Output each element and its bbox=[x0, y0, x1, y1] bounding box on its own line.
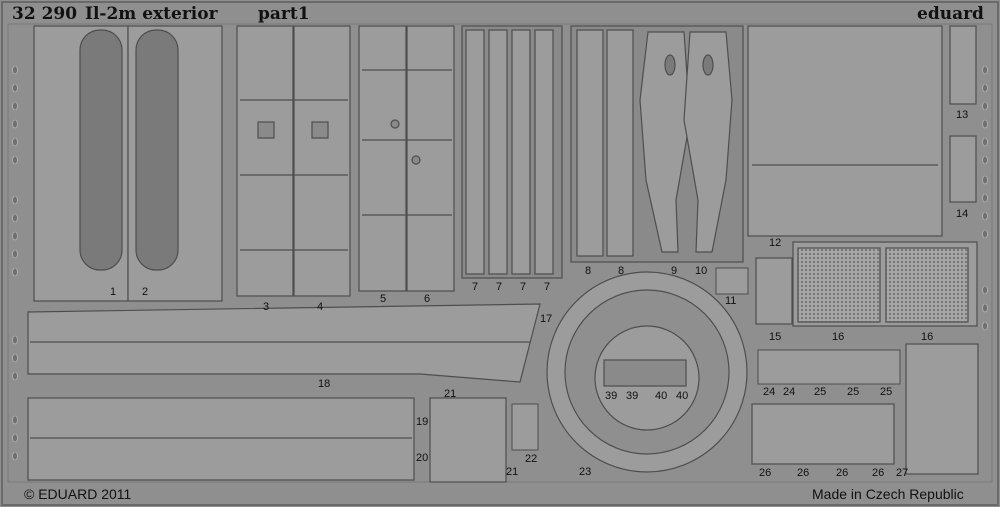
parts-5-6 bbox=[358, 25, 455, 292]
part-number: 7 bbox=[472, 281, 479, 293]
part-number: 40 bbox=[676, 390, 689, 402]
part-number: 39 bbox=[605, 390, 618, 402]
part-number: 1 bbox=[110, 286, 117, 298]
part-number: 17 bbox=[540, 313, 553, 325]
part-23 bbox=[546, 271, 748, 473]
sheet-code: 32 290 bbox=[12, 4, 78, 24]
part-number: 11 bbox=[725, 295, 737, 307]
part-number: 3 bbox=[263, 301, 270, 313]
part-number: 26 bbox=[872, 467, 885, 479]
part-number: 10 bbox=[695, 265, 708, 277]
part-number: 26 bbox=[759, 467, 772, 479]
part-number: 12 bbox=[769, 237, 782, 249]
parts-7 bbox=[461, 25, 563, 279]
part-number: 6 bbox=[424, 293, 431, 305]
parts-9-10 bbox=[639, 31, 733, 253]
sheet-part: part1 bbox=[258, 4, 310, 24]
part-27 bbox=[905, 343, 979, 475]
brand-logo: eduard bbox=[917, 4, 984, 24]
part-number: 40 bbox=[655, 390, 668, 402]
part-number: 9 bbox=[671, 265, 678, 277]
sheet-title: Il-2m exterior bbox=[85, 4, 218, 24]
origin: Made in Czech Republic bbox=[812, 486, 964, 502]
parts-13-14 bbox=[949, 25, 977, 203]
part-15 bbox=[755, 257, 793, 325]
parts-1-2 bbox=[33, 25, 223, 302]
part-12 bbox=[747, 25, 943, 237]
part-number: 23 bbox=[579, 466, 592, 478]
part-number: 25 bbox=[880, 386, 893, 398]
part-number: 4 bbox=[317, 301, 324, 313]
copyright: © EDUARD 2011 bbox=[24, 486, 132, 502]
part-number: 19 bbox=[416, 416, 429, 428]
part-number: 16 bbox=[921, 331, 934, 343]
part-number: 2 bbox=[142, 286, 149, 298]
parts-21 bbox=[429, 397, 507, 483]
part-number: 8 bbox=[585, 265, 592, 277]
part-number: 27 bbox=[896, 467, 909, 479]
part-number: 21 bbox=[444, 388, 457, 400]
part-11 bbox=[715, 267, 749, 295]
parts-17-18 bbox=[27, 303, 541, 383]
part-number: 26 bbox=[836, 467, 849, 479]
part-number: 13 bbox=[956, 109, 969, 121]
part-number: 5 bbox=[380, 293, 387, 305]
part-number: 7 bbox=[496, 281, 503, 293]
frame-holes bbox=[12, 65, 988, 461]
part-number: 24 bbox=[763, 386, 776, 398]
part-number: 22 bbox=[525, 453, 538, 465]
parts-19-20 bbox=[27, 397, 415, 481]
parts-3-4 bbox=[236, 25, 351, 297]
part-number: 26 bbox=[797, 467, 810, 479]
part-number: 39 bbox=[626, 390, 639, 402]
part-number: 7 bbox=[544, 281, 551, 293]
parts-22 bbox=[511, 403, 539, 451]
part-number: 16 bbox=[832, 331, 845, 343]
part-number: 18 bbox=[318, 378, 331, 390]
part-number: 21 bbox=[506, 466, 519, 478]
part-number: 20 bbox=[416, 452, 429, 464]
part-number: 14 bbox=[956, 208, 969, 220]
part-number: 7 bbox=[520, 281, 527, 293]
part-number: 25 bbox=[814, 386, 827, 398]
part-number: 25 bbox=[847, 386, 860, 398]
part-number: 8 bbox=[618, 265, 625, 277]
parts-24-25 bbox=[757, 349, 901, 385]
parts-26 bbox=[751, 403, 895, 465]
part-number: 15 bbox=[769, 331, 782, 343]
parts-16 bbox=[792, 241, 978, 327]
part-number: 24 bbox=[783, 386, 796, 398]
